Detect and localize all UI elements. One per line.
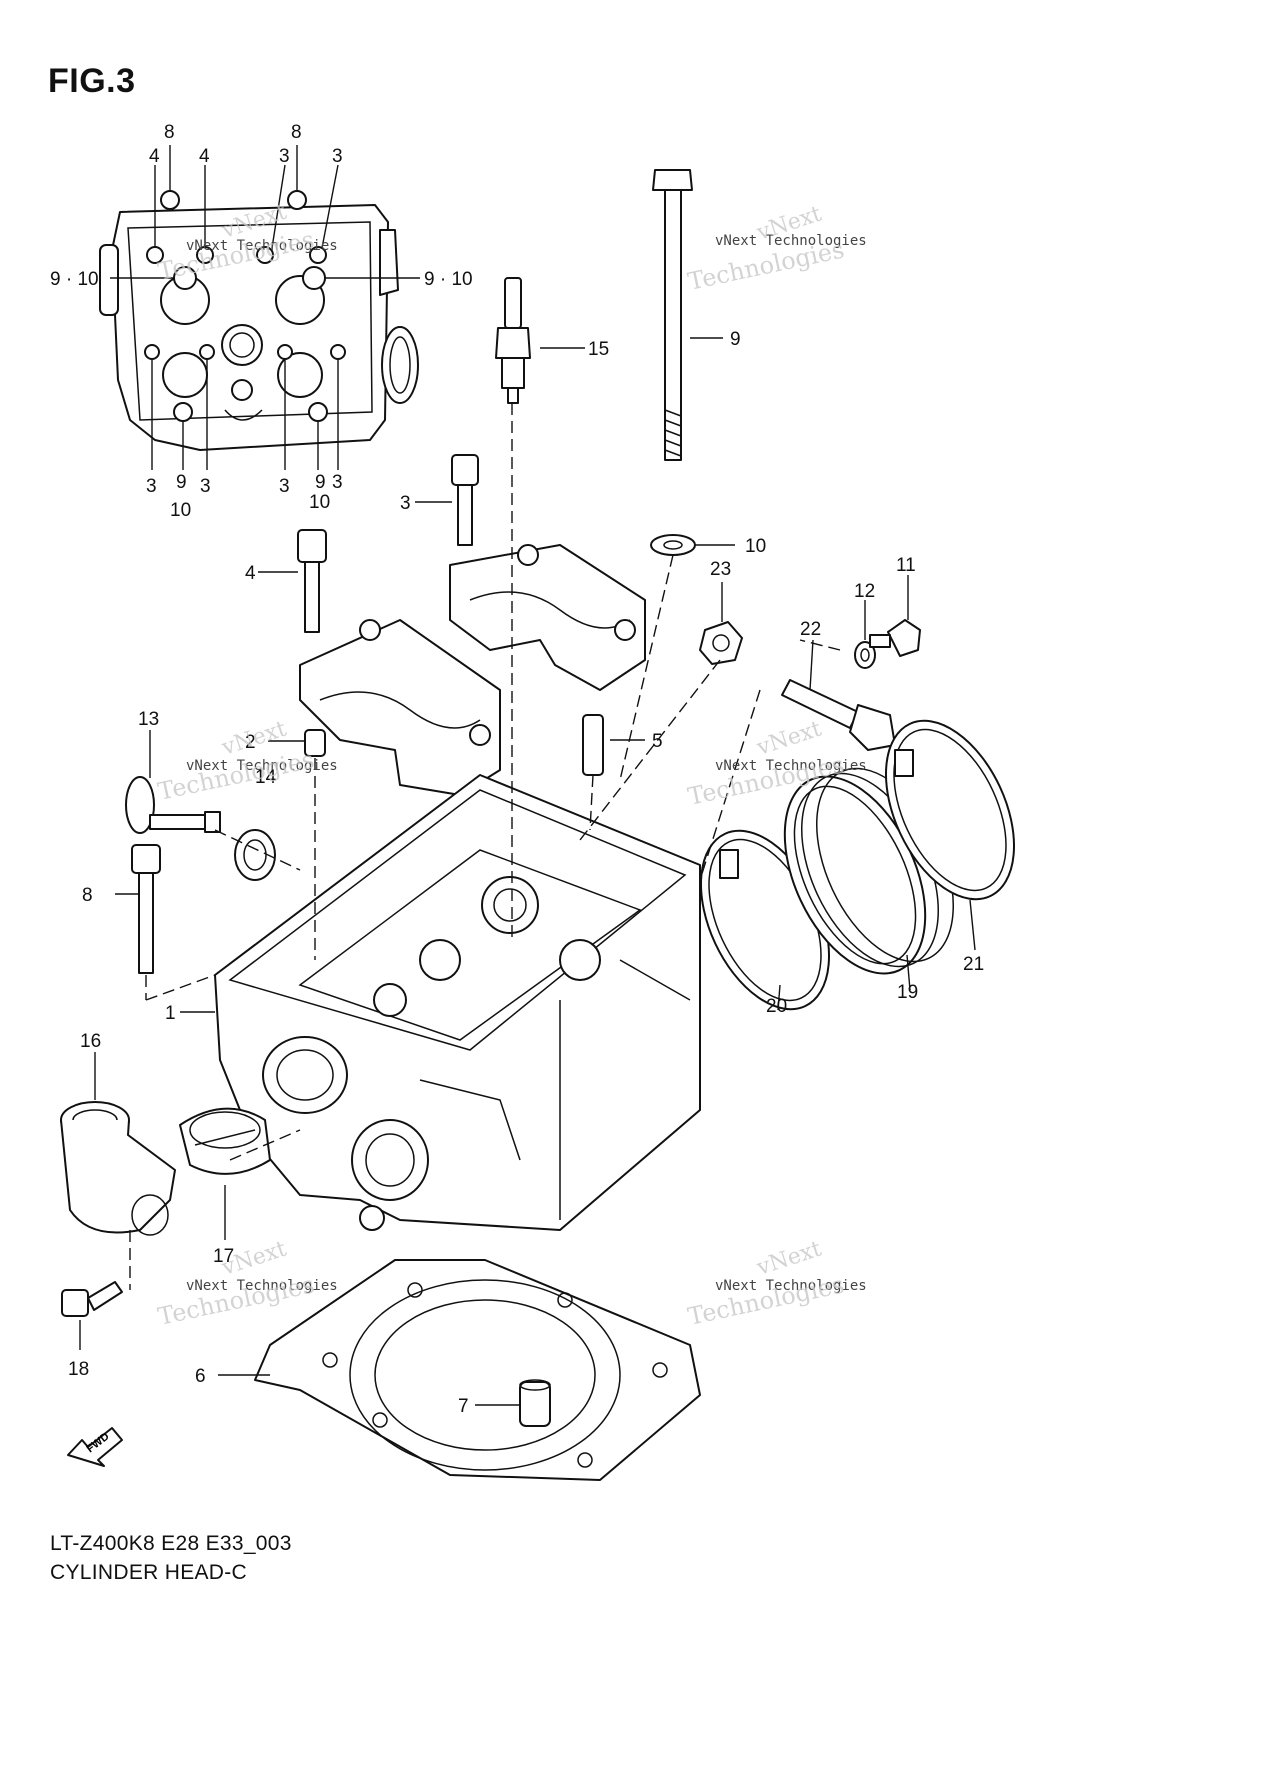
callout-4: 4	[149, 146, 160, 167]
callout-21: 21	[963, 954, 984, 975]
callout-4: 4	[245, 563, 256, 584]
section-name-caption: CYLINDER HEAD-C	[50, 1561, 248, 1584]
bolt-part-3	[451, 454, 479, 546]
callout-9: 9	[176, 472, 187, 493]
callout-18: 18	[68, 1359, 89, 1380]
stud-bolt-part-9	[652, 169, 693, 461]
oil-seal-part-14	[234, 829, 276, 881]
callout-17: 17	[213, 1246, 234, 1267]
bolt-part-18	[61, 1281, 123, 1317]
svg-text:vNext: vNext	[753, 717, 825, 762]
head-gasket-part-6	[254, 1259, 701, 1481]
callout-10: 10	[170, 500, 191, 521]
washer-part-10	[650, 534, 696, 556]
svg-text:vNext Technologies: vNext Technologies	[186, 758, 338, 774]
callout-6: 6	[195, 1366, 206, 1387]
callout-3: 3	[279, 476, 290, 497]
callout-12: 12	[854, 581, 875, 602]
bolt-part-4	[297, 529, 327, 633]
callout-20: 20	[766, 996, 787, 1017]
cylinder-head-part-1	[214, 774, 701, 1231]
dowel-pin-part-7	[519, 1379, 551, 1427]
hose-clamp-part-21	[884, 719, 1016, 901]
callout-9: 9	[315, 472, 326, 493]
callout-1: 1	[165, 1003, 176, 1024]
callout-19: 19	[897, 982, 918, 1003]
camshaft-holder-right	[449, 544, 646, 691]
dowel-pin-part-2	[304, 729, 326, 757]
callout-10: 10	[309, 492, 330, 513]
svg-text:vNext: vNext	[218, 1237, 290, 1282]
assembly-dashed-lines	[129, 403, 841, 1290]
callout-23: 23	[710, 559, 731, 580]
nut-part-23	[699, 621, 743, 665]
callout-3: 3	[332, 472, 343, 493]
callout-3: 3	[279, 146, 290, 167]
bolt-part-11	[869, 619, 921, 657]
fwd-arrow-icon: FWD	[67, 1427, 123, 1467]
callout-16: 16	[80, 1031, 101, 1052]
main-leaders	[79, 337, 976, 1406]
callout-10: 10	[745, 536, 766, 557]
camshaft-holder-left	[299, 619, 501, 796]
bolt-part-22	[781, 679, 896, 751]
plug-part-13	[125, 776, 221, 834]
model-code-caption: LT-Z400K8 E28 E33_003	[50, 1532, 292, 1555]
callout-3: 3	[400, 493, 411, 514]
callout-3: 3	[146, 476, 157, 497]
callout-11: 11	[896, 555, 916, 576]
washer-part-12	[854, 641, 876, 669]
inset-top-view	[99, 190, 419, 451]
inset-leaders	[110, 145, 420, 470]
callout-13: 13	[138, 709, 159, 730]
callout-8: 8	[164, 122, 175, 143]
valve-guide-part-5	[582, 714, 604, 776]
callout-9: 9	[730, 329, 741, 350]
bolt-part-8	[131, 844, 161, 974]
callout-14: 14	[255, 767, 277, 788]
callout-8: 8	[291, 122, 302, 143]
figure-title: FIG.3	[48, 62, 136, 100]
callout-9-10: 9 · 10	[424, 269, 473, 290]
callout-3: 3	[200, 476, 211, 497]
svg-text:vNext Technologies: vNext Technologies	[186, 238, 338, 254]
thermostat-part-17	[179, 1107, 271, 1175]
svg-text:vNext Technologies: vNext Technologies	[715, 1278, 867, 1294]
svg-text:vNext Technologies: vNext Technologies	[186, 1278, 338, 1294]
callout-8: 8	[82, 885, 93, 906]
callout-15: 15	[588, 339, 609, 360]
callout-numbers: 8 8 4 4 3 3 9 · 10 9 · 10 3 9 3 10 3 9 3…	[50, 122, 984, 1417]
callout-5: 5	[652, 731, 663, 752]
callout-4: 4	[199, 146, 210, 167]
water-outlet-part-16	[60, 1101, 176, 1236]
callout-9-10: 9 · 10	[50, 269, 99, 290]
spark-plug-part-15	[495, 277, 531, 404]
svg-text:vNext: vNext	[753, 1237, 825, 1282]
callout-7: 7	[458, 1396, 469, 1417]
callout-22: 22	[800, 619, 821, 640]
svg-text:vNext Technologies: vNext Technologies	[715, 233, 867, 249]
svg-text:vNext Technologies: vNext Technologies	[715, 758, 867, 774]
callout-3: 3	[332, 146, 343, 167]
callout-2: 2	[245, 732, 256, 753]
